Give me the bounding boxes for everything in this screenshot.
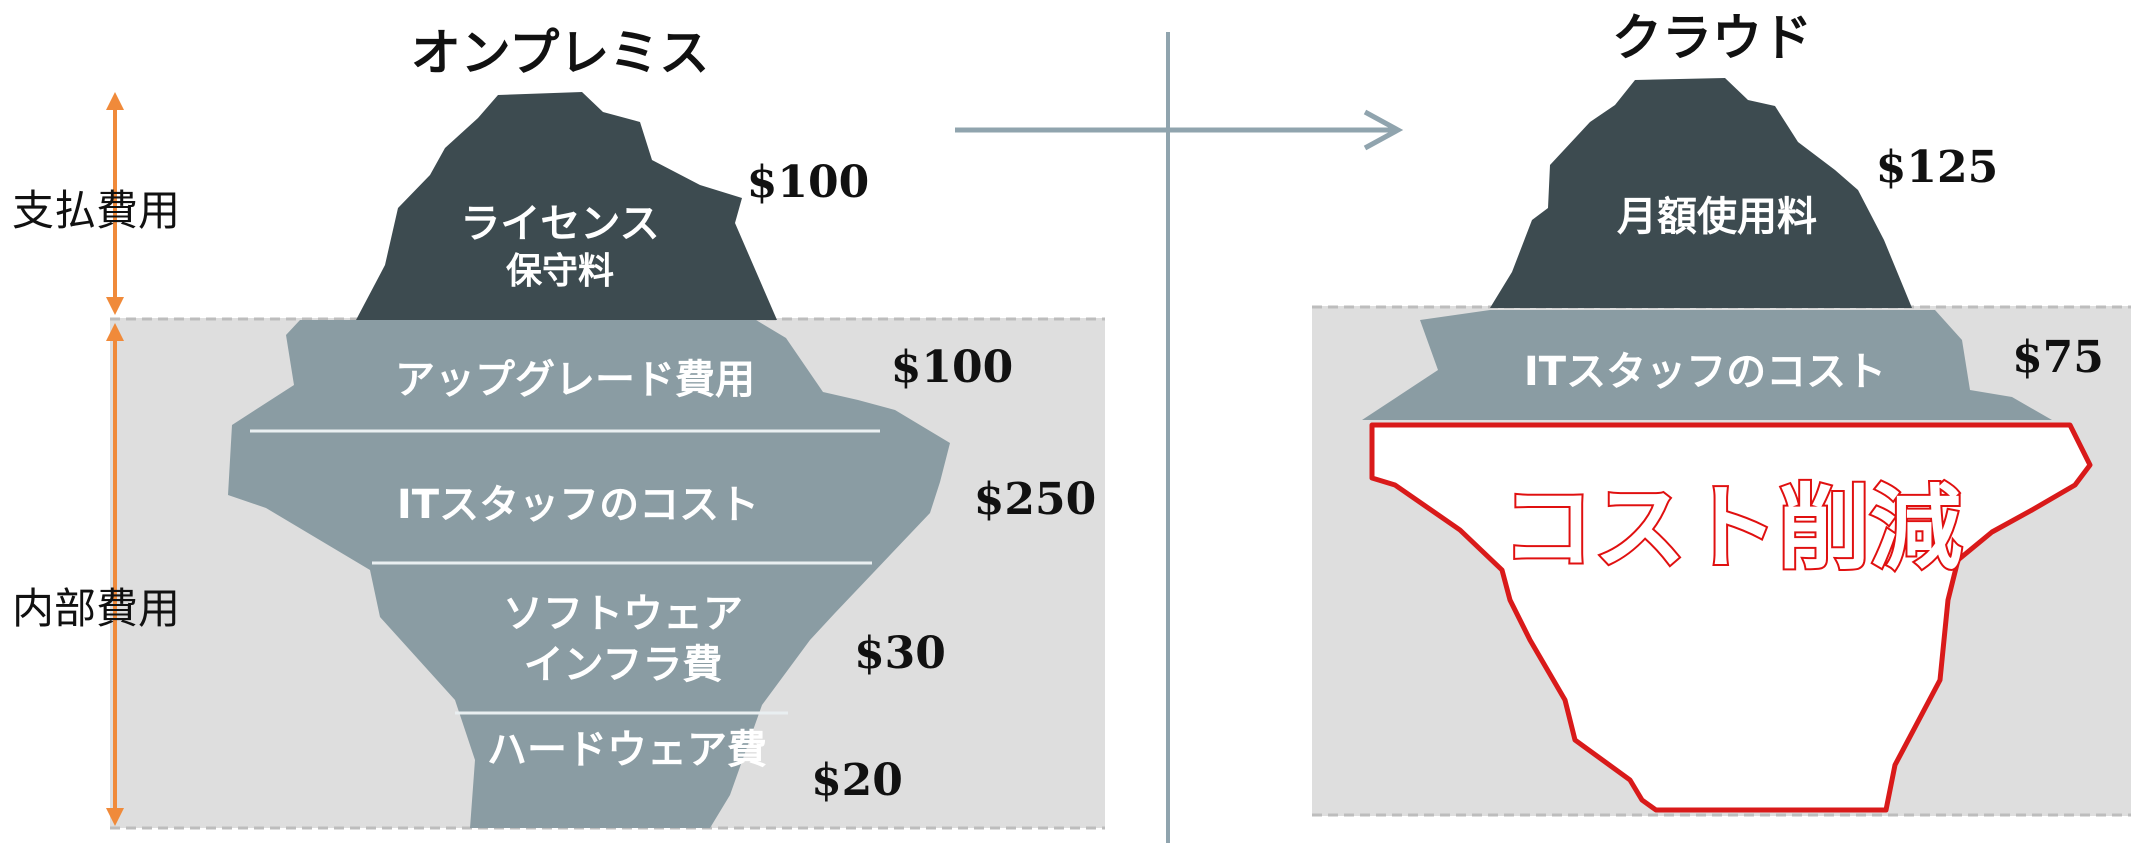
cloud-layer-itstaff-price: $75 [2012, 332, 2104, 383]
cloud-tip-price: $125 [1876, 142, 1998, 193]
internal-cost-arrow [106, 323, 124, 826]
cloud-cost-reduction-area [1369, 422, 2093, 813]
payment-cost-arrow [106, 92, 124, 315]
onprem-layer-itstaff-label: ITスタッフのコスト [397, 482, 759, 528]
cloud-tip-label: 月額使用料 [1617, 194, 1817, 240]
onprem-layer-hardware-label: ハードウェア費 [487, 727, 767, 773]
cloud-iceberg-tip [1490, 78, 1912, 308]
cloud-cost-reduction-label: コスト削減 [1502, 475, 1962, 582]
internal-cost-label: 内部費用 [12, 584, 180, 633]
onprem-tip-price: $100 [747, 157, 869, 208]
onprem-layer-upgrade-price: $100 [891, 342, 1013, 393]
cloud-iceberg-itstaff-layer [1362, 310, 2052, 420]
onprem-layer-software-label-line2: インフラ費 [524, 642, 723, 688]
onprem-title: オンプレミス [411, 24, 710, 82]
onprem-layer-hardware-price: $20 [811, 755, 903, 806]
onprem-layer-software-label-line1: ソフトウェア [503, 591, 743, 637]
onprem-layer-upgrade-label: アップグレード費用 [395, 357, 755, 403]
onprem-iceberg-body [228, 320, 950, 828]
cloud-title: クラウド [1612, 9, 1812, 67]
onprem-tip-label-line1: ライセンス [460, 201, 659, 247]
transition-arrow-icon [955, 109, 1404, 151]
onprem-iceberg-tip [356, 92, 777, 320]
onprem-layer-itstaff-price: $250 [974, 474, 1096, 525]
onprem-layer-software-price: $30 [854, 628, 946, 679]
cloud-layer-itstaff-label: ITスタッフのコスト [1524, 349, 1886, 395]
onprem-tip-label-line2: 保守料 [506, 251, 614, 292]
payment-cost-label: 支払費用 [12, 186, 180, 235]
